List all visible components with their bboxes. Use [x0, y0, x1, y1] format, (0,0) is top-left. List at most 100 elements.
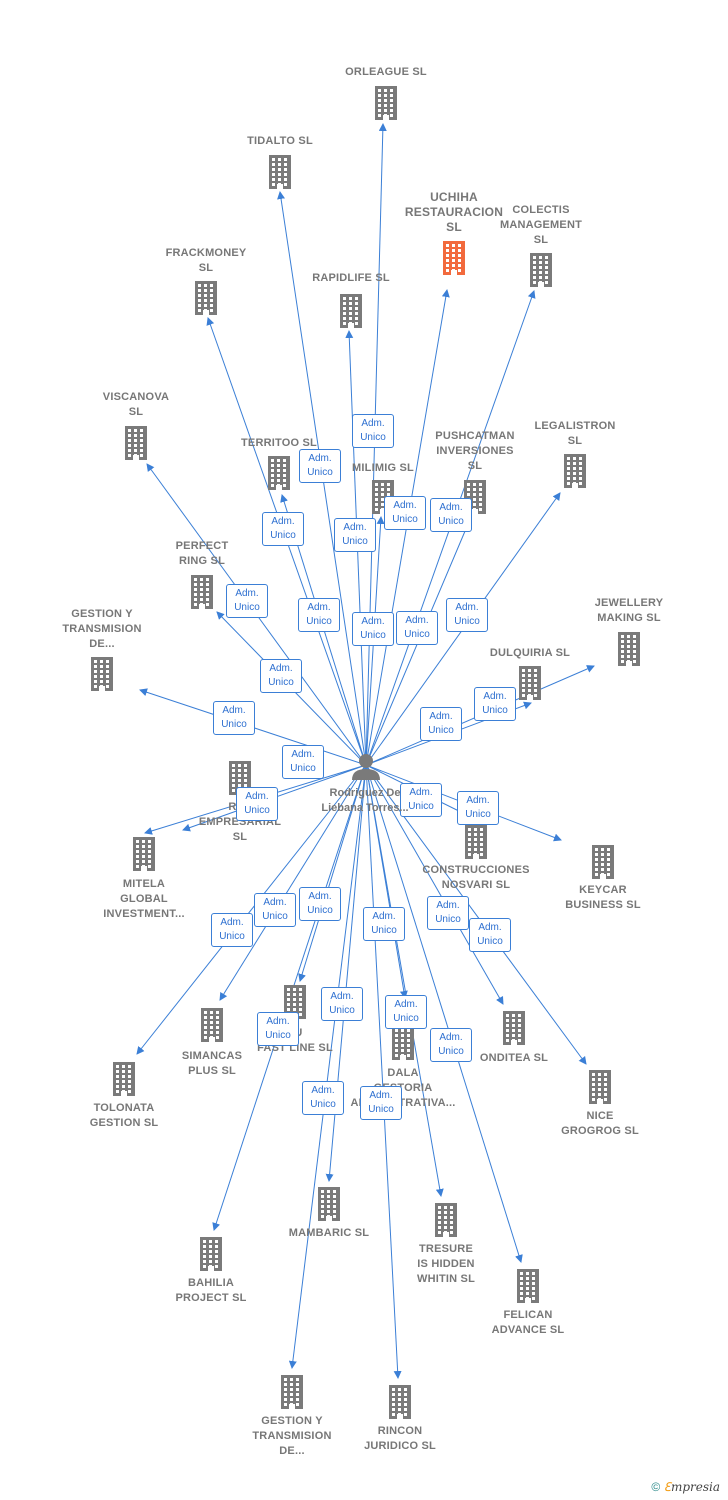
- company-label[interactable]: KEYCAR BUSINESS SL: [565, 884, 641, 911]
- company-node[interactable]: [281, 984, 309, 1020]
- company-label[interactable]: UCHIHA RESTAURACION SL: [404, 190, 504, 234]
- building-icon: [465, 825, 487, 859]
- role-badge[interactable]: Adm.Unico: [352, 414, 394, 448]
- company-node[interactable]: [500, 1010, 528, 1046]
- company-node[interactable]: [110, 1061, 138, 1097]
- company-node[interactable]: [226, 760, 254, 796]
- company-label[interactable]: PUSHCATMAN INVERSIONES SL: [435, 430, 515, 472]
- company-label[interactable]: COLECTIS MANAGEMENT SL: [499, 204, 583, 246]
- company-label[interactable]: MITELA GLOBAL INVESTMENT...: [103, 878, 185, 920]
- company-label[interactable]: TOLONATA GESTION SL: [89, 1102, 159, 1129]
- company-label[interactable]: MILIMIG SL: [352, 462, 414, 474]
- company-node[interactable]: [266, 154, 294, 190]
- role-badge[interactable]: Adm.Unico: [302, 1081, 344, 1115]
- role-badge[interactable]: Adm.Unico: [213, 701, 255, 735]
- company-node[interactable]: [315, 1186, 343, 1222]
- role-badge[interactable]: Adm.Unico: [427, 896, 469, 930]
- brand-logo[interactable]: ℇmpresia: [663, 1480, 720, 1494]
- role-badge[interactable]: Adm.Unico: [299, 887, 341, 921]
- company-node[interactable]: [265, 455, 293, 491]
- company-node[interactable]: [130, 836, 158, 872]
- role-badge[interactable]: Adm.Unico: [457, 791, 499, 825]
- role-badge[interactable]: Adm.Unico: [260, 659, 302, 693]
- company-node[interactable]: [122, 425, 150, 461]
- company-node[interactable]: [615, 631, 643, 667]
- company-node[interactable]: [389, 1025, 417, 1061]
- building-icon: [125, 426, 147, 460]
- company-label[interactable]: MAMBARIC SL: [288, 1227, 370, 1239]
- role-badge-line2: Unico: [234, 602, 260, 613]
- company-label[interactable]: BAHILIA PROJECT SL: [175, 1277, 247, 1304]
- role-badge[interactable]: Adm.Unico: [257, 1012, 299, 1046]
- company-label[interactable]: RINCON JURIDICO SL: [364, 1425, 436, 1452]
- company-node[interactable]: [586, 1069, 614, 1105]
- company-node[interactable]: [440, 240, 468, 276]
- role-badge[interactable]: Adm.Unico: [430, 498, 472, 532]
- role-badge[interactable]: Adm.Unico: [254, 893, 296, 927]
- company-node[interactable]: [278, 1374, 306, 1410]
- company-node[interactable]: [527, 252, 555, 288]
- role-badge[interactable]: Adm.Unico: [321, 987, 363, 1021]
- company-node[interactable]: [432, 1202, 460, 1238]
- company-label[interactable]: ORLEAGUE SL: [345, 66, 427, 78]
- role-badge[interactable]: Adm.Unico: [262, 512, 304, 546]
- company-node[interactable]: [188, 574, 216, 610]
- role-badge[interactable]: Adm.Unico: [420, 707, 462, 741]
- company-node[interactable]: [589, 844, 617, 880]
- company-label[interactable]: SIMANCAS PLUS SL: [181, 1050, 243, 1077]
- company-node[interactable]: [337, 293, 365, 329]
- company-label[interactable]: JEWELLERY MAKING SL: [594, 597, 664, 624]
- role-badge[interactable]: Adm.Unico: [474, 687, 516, 721]
- company-label[interactable]: VISCANOVA SL: [102, 391, 170, 418]
- company-label[interactable]: NICE GROGROG SL: [561, 1110, 639, 1137]
- role-badge[interactable]: Adm.Unico: [226, 584, 268, 618]
- role-badge[interactable]: Adm.Unico: [282, 745, 324, 779]
- company-label[interactable]: DULQUIRIA SL: [489, 647, 571, 659]
- company-label[interactable]: ONDITEA SL: [479, 1052, 549, 1064]
- company-label[interactable]: RAPIDLIFE SL: [312, 272, 390, 284]
- company-label[interactable]: TRESURE IS HIDDEN WHITIN SL: [416, 1243, 475, 1285]
- company-node[interactable]: [372, 85, 400, 121]
- role-badge[interactable]: Adm.Unico: [211, 913, 253, 947]
- role-badge-line1: Adm.: [369, 1090, 393, 1101]
- role-badge[interactable]: Adm.Unico: [236, 787, 278, 821]
- company-label[interactable]: GESTION Y TRANSMISION DE...: [62, 608, 142, 650]
- company-node[interactable]: [516, 665, 544, 701]
- company-label[interactable]: GESTION Y TRANSMISION DE...: [252, 1415, 332, 1457]
- role-badge-line1: Adm.: [394, 999, 418, 1010]
- role-badge[interactable]: Adm.Unico: [299, 449, 341, 483]
- company-node[interactable]: [514, 1268, 542, 1304]
- company-label[interactable]: TERRITOO SL: [241, 437, 317, 449]
- company-node[interactable]: [88, 656, 116, 692]
- role-badge[interactable]: Adm.Unico: [430, 1028, 472, 1062]
- company-label[interactable]: LEGALISTRON SL: [534, 420, 616, 447]
- company-label[interactable]: DALA GESTORIA ADMINISTRATIVA...: [350, 1067, 456, 1109]
- company-label[interactable]: FRACKMONEY SL: [165, 247, 247, 274]
- role-badge[interactable]: Adm.Unico: [298, 598, 340, 632]
- role-badge[interactable]: Adm.Unico: [446, 598, 488, 632]
- role-badge[interactable]: Adm.Unico: [363, 907, 405, 941]
- role-badge[interactable]: Adm.Unico: [352, 612, 394, 646]
- role-badge-line2: Unico: [368, 1104, 394, 1115]
- company-node[interactable]: [192, 280, 220, 316]
- role-badge[interactable]: Adm.Unico: [400, 783, 442, 817]
- center-person-name[interactable]: Rodriguez De Liebana Torres...: [321, 787, 409, 814]
- company-node[interactable]: [561, 453, 589, 489]
- role-badge[interactable]: Adm.Unico: [469, 918, 511, 952]
- role-badge-line2: Unico: [393, 1013, 419, 1024]
- company-label[interactable]: PERFECT RING SL: [175, 540, 229, 567]
- company-node[interactable]: [386, 1384, 414, 1420]
- role-badge[interactable]: Adm.Unico: [334, 518, 376, 552]
- role-badge[interactable]: Adm. Unico: [385, 995, 427, 1029]
- person-icon[interactable]: [352, 754, 380, 780]
- company-label[interactable]: CONSTRUCCIONES NOSVARI SL: [422, 864, 530, 891]
- company-label[interactable]: FELICAN ADVANCE SL: [491, 1309, 565, 1336]
- company-label[interactable]: TIDALTO SL: [247, 135, 313, 147]
- role-badge[interactable]: Adm.Unico: [384, 496, 426, 530]
- role-badge[interactable]: Adm.Unico: [396, 611, 438, 645]
- company-node[interactable]: [198, 1007, 226, 1043]
- role-badge[interactable]: Adm. Unico: [360, 1086, 402, 1120]
- company-node[interactable]: [197, 1236, 225, 1272]
- company-node[interactable]: [462, 824, 490, 860]
